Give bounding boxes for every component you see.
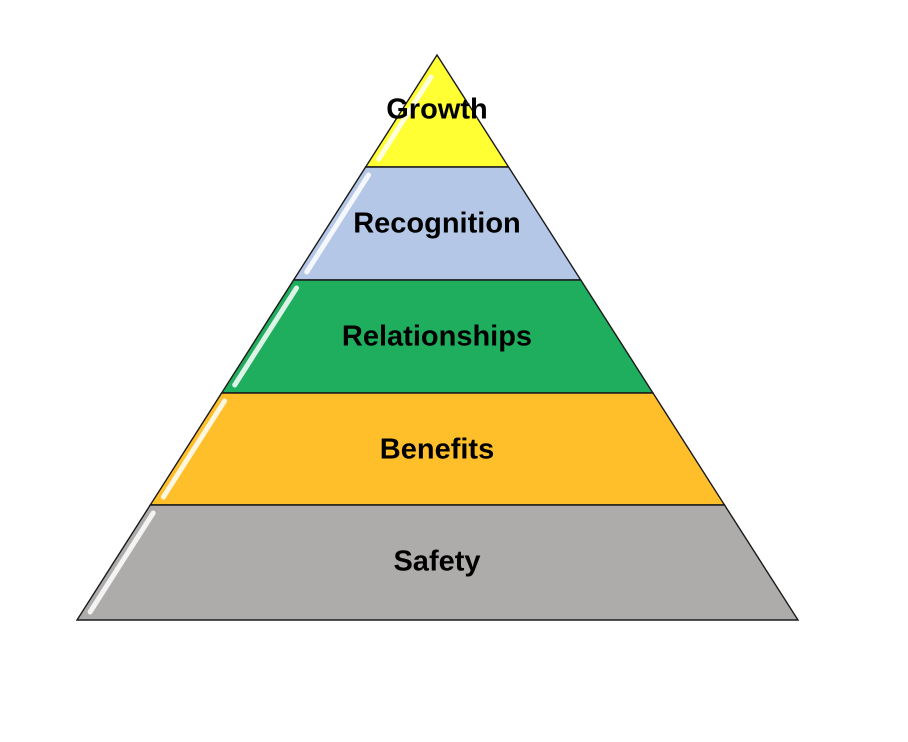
pyramid-tier-recognition: Recognition: [292, 166, 583, 281]
pyramid-tier-benefits: Benefits: [148, 392, 726, 506]
tier-shape: [75, 504, 800, 621]
pyramid-tier-relationships: Relationships: [220, 279, 655, 394]
pyramid-tier-growth: Growth: [364, 53, 510, 168]
tier-highlight: [304, 172, 372, 275]
pyramid-tier-safety: Safety: [75, 504, 800, 621]
tier-highlight: [376, 74, 434, 162]
tier-label: Growth: [386, 94, 488, 126]
tier-label: Recognition: [353, 208, 521, 240]
tier-highlight: [87, 510, 156, 615]
tier-highlight: [160, 398, 228, 500]
tier-highlight: [232, 285, 300, 388]
tier-label: Relationships: [342, 321, 532, 353]
tier-label: Safety: [393, 546, 480, 578]
tier-label: Benefits: [380, 434, 494, 466]
